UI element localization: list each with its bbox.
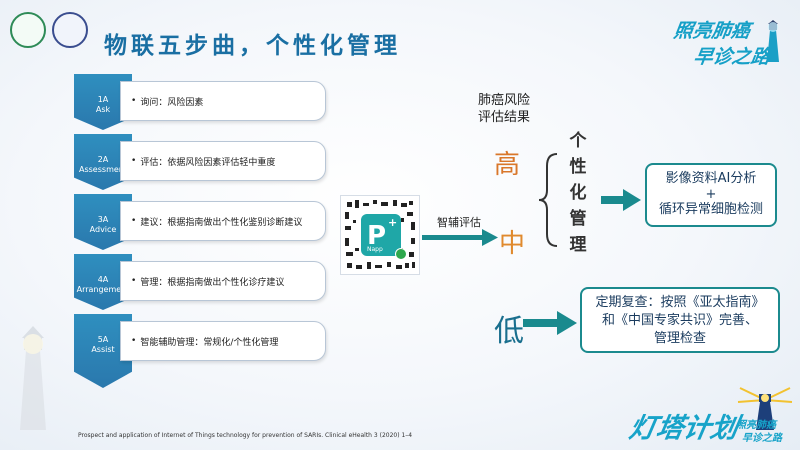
follow-up-box: 定期复查：按照《亚太指南》 和《中国专家共识》完善、 管理检查	[580, 287, 780, 353]
brand-logo-bottom: 照亮肺癌 早诊之路	[736, 386, 794, 446]
brand-bottom-line2: 早诊之路	[742, 433, 782, 444]
arrow-low-icon	[523, 311, 577, 335]
ai-line2: +	[705, 187, 717, 202]
char: 化	[569, 183, 587, 203]
follow-line3: 管理检查	[653, 331, 706, 346]
step-card-3a: •建议：根据指南做出个性化鉴别诊断建议	[120, 201, 326, 241]
follow-line2: 和《中国专家共识》完善、	[601, 313, 758, 328]
char: 管	[569, 209, 587, 229]
bullet: •	[131, 216, 137, 226]
step-card-1a: •询问：风险因素	[120, 81, 326, 121]
ai-analysis-box: 影像资料AI分析 + 循环异常细胞检测	[645, 163, 777, 227]
brand-bottom-main: 灯塔计划	[626, 413, 741, 444]
brand-top-line1: 照亮肺癌	[672, 20, 752, 42]
brand-bottom-line1: 照亮肺癌	[736, 420, 776, 431]
step-code: 1A	[97, 95, 109, 104]
step-card-5a: •智能辅助管理：常规化/个性化管理	[120, 321, 326, 361]
step-code: 4A	[97, 275, 109, 284]
step-code: 3A	[97, 215, 109, 224]
hospital-logo	[10, 12, 46, 48]
risk-header-line1: 肺癌风险	[478, 93, 531, 108]
page-title: 物联五步曲，个性化管理	[104, 32, 401, 59]
napp-qr-code[interactable]: P + Napp	[340, 195, 420, 275]
step-name: Assist	[91, 345, 115, 354]
napp-logo-icon: P +	[361, 214, 401, 256]
step-card-2a: •评估：依据风险因素评估轻中重度	[120, 141, 326, 181]
bullet: •	[131, 276, 137, 286]
lighthouse-decor-icon	[20, 326, 46, 430]
mini-program-icon	[395, 248, 407, 260]
individual-mgmt-vertical: 个 性 化 管 理	[568, 128, 588, 258]
lighthouse-badge-icon	[737, 387, 793, 430]
bullet: •	[131, 156, 137, 166]
svg-text:+: +	[388, 216, 397, 229]
char: 个	[569, 131, 587, 151]
step-name: Arrangement	[76, 285, 130, 294]
university-logo	[52, 12, 88, 48]
bullet: •	[131, 96, 137, 106]
step-name: Ask	[95, 105, 111, 114]
step-name: Advice	[89, 225, 117, 234]
arrow-to-ai-icon	[601, 189, 641, 211]
napp-brand: Napp	[367, 246, 383, 253]
citation: Prospect and application of Internet of …	[78, 432, 413, 439]
ai-line3: 循环异常细胞检测	[658, 202, 763, 217]
step-text: 管理：根据指南做出个性化诊疗建议	[140, 277, 285, 288]
step-text: 智能辅助管理：常规化/个性化管理	[140, 337, 279, 348]
risk-header: 肺癌风险 评估结果	[478, 92, 530, 126]
brand-top-line2: 早诊之路	[692, 46, 772, 68]
step-text: 询问：风险因素	[140, 97, 204, 108]
step-text: 建议：根据指南做出个性化鉴别诊断建议	[140, 217, 303, 228]
brace-icon	[538, 153, 558, 247]
qr-pattern-icon	[345, 200, 415, 269]
follow-line1: 定期复查：按照《亚太指南》	[595, 295, 765, 310]
step-name: Assessment	[79, 165, 127, 174]
step-card-4a: •管理：根据指南做出个性化诊疗建议	[120, 261, 326, 301]
char: 理	[569, 235, 587, 255]
step-text: 评估：依据风险因素评估轻中重度	[140, 157, 276, 168]
svg-text:P: P	[367, 221, 386, 251]
level-low: 低	[494, 314, 524, 349]
char: 性	[569, 157, 587, 177]
lighthouse-icon	[767, 20, 779, 62]
bullet: •	[131, 336, 137, 346]
level-mid: 中	[499, 229, 526, 259]
step-code: 5A	[97, 335, 109, 344]
brand-logo-top: 照亮肺癌 早诊之路	[666, 14, 786, 72]
step-code: 2A	[97, 155, 109, 164]
ai-line1: 影像资料AI分析	[665, 171, 757, 186]
assess-label: 智辅评估	[437, 216, 481, 229]
risk-header-line2: 评估结果	[478, 110, 531, 125]
level-high: 高	[494, 150, 521, 180]
arrow-to-mid-icon	[422, 229, 498, 246]
